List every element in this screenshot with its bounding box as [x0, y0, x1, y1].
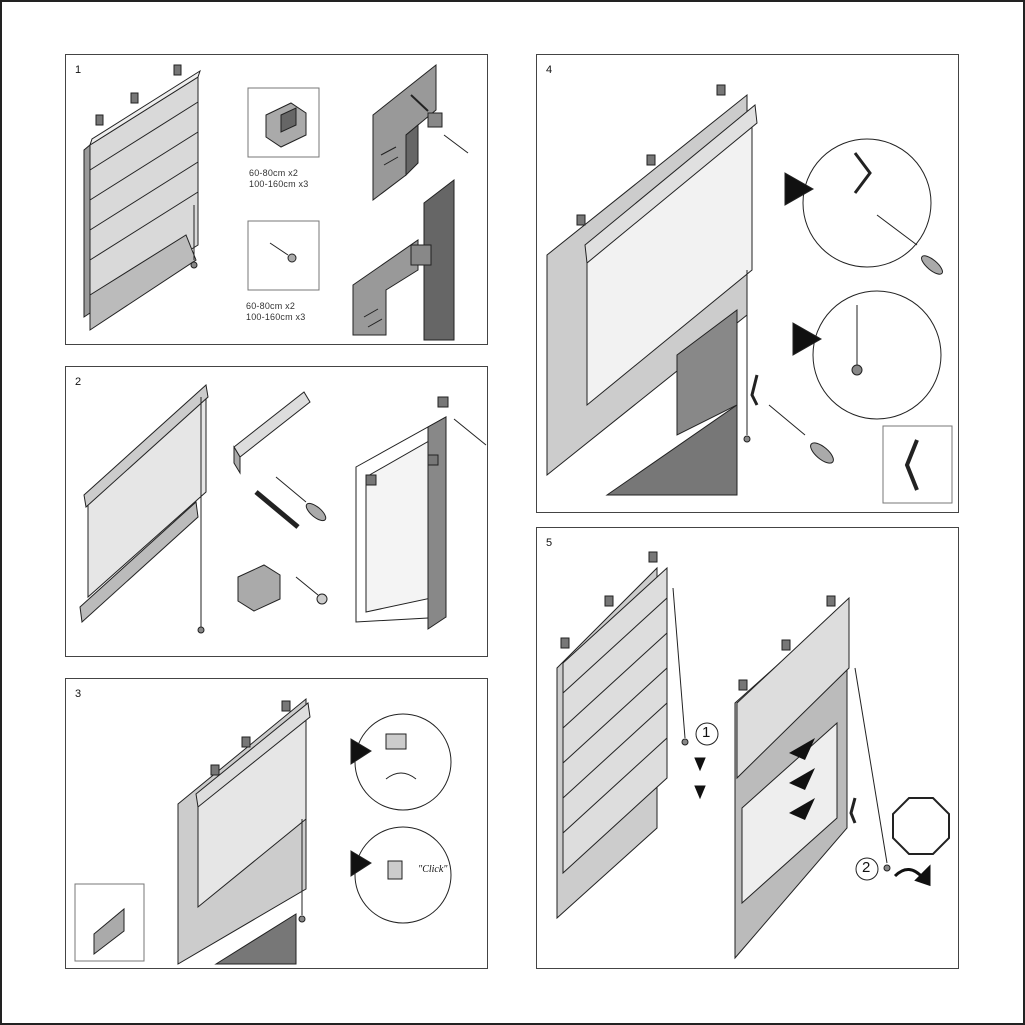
roman-blind-lowered	[556, 551, 689, 920]
octagon-cord-weight-icon	[892, 797, 950, 855]
level-tool	[233, 391, 311, 475]
screw-icon	[295, 576, 328, 605]
roller-blind	[177, 697, 311, 965]
callout-1: 1	[702, 724, 711, 741]
spec-line: 100-160cm x3	[249, 179, 309, 189]
roman-blind	[83, 64, 201, 331]
bracket-icon	[237, 564, 281, 612]
step-number: 5	[546, 537, 553, 549]
step-3-panel: 3 "Click"	[65, 678, 488, 969]
cord-cleat-icon	[849, 797, 857, 824]
detail-cleat-mount	[784, 138, 943, 275]
screwdriver-icon	[275, 476, 327, 522]
roller-blind	[79, 384, 209, 634]
step-4-illustration	[546, 84, 953, 504]
roller-blind-installed	[546, 84, 758, 496]
spec-line: 60-80cm x2	[246, 301, 296, 311]
bracket-icon	[265, 102, 307, 148]
raise-arrows	[789, 738, 815, 820]
click-label: "Click"	[418, 864, 448, 875]
step-4-panel: 4	[536, 54, 959, 513]
pencil-icon	[254, 490, 300, 529]
screw-quantity-spec: 60-80cm x2 100-160cm x3	[246, 301, 305, 323]
screw-icon	[269, 242, 297, 263]
step-number: 2	[75, 376, 82, 388]
mini-blind-inset	[74, 883, 145, 962]
detail-clip-click	[350, 826, 452, 924]
detail-clip-rotate	[350, 713, 452, 811]
callout-2: 2	[862, 859, 871, 876]
step-number: 3	[75, 688, 82, 700]
detail-cord-wrap	[792, 290, 942, 420]
spec-line: 100-160cm x3	[246, 312, 306, 322]
roman-blind-raised	[734, 595, 891, 960]
step-2-panel: 2	[65, 366, 488, 657]
step-1-panel: 1	[65, 54, 488, 345]
step-1-illustration	[83, 63, 469, 341]
wrap-arrow-icon	[893, 864, 931, 887]
bracket-quantity-spec: 60-80cm x2 100-160cm x3	[249, 168, 308, 190]
screwdriver-icon	[768, 404, 834, 464]
cord-cleat-icon	[750, 374, 759, 406]
step-3-illustration	[74, 697, 452, 965]
spec-line: 60-80cm x2	[249, 168, 299, 178]
step-number: 4	[546, 64, 553, 76]
step-5-illustration	[556, 551, 950, 960]
cleat-inset	[882, 425, 953, 504]
step-5-panel: 5	[536, 527, 959, 969]
window-frame	[355, 396, 487, 630]
step-2-illustration	[79, 384, 487, 634]
pull-down-arrows	[694, 757, 706, 800]
step-number: 1	[75, 64, 82, 76]
